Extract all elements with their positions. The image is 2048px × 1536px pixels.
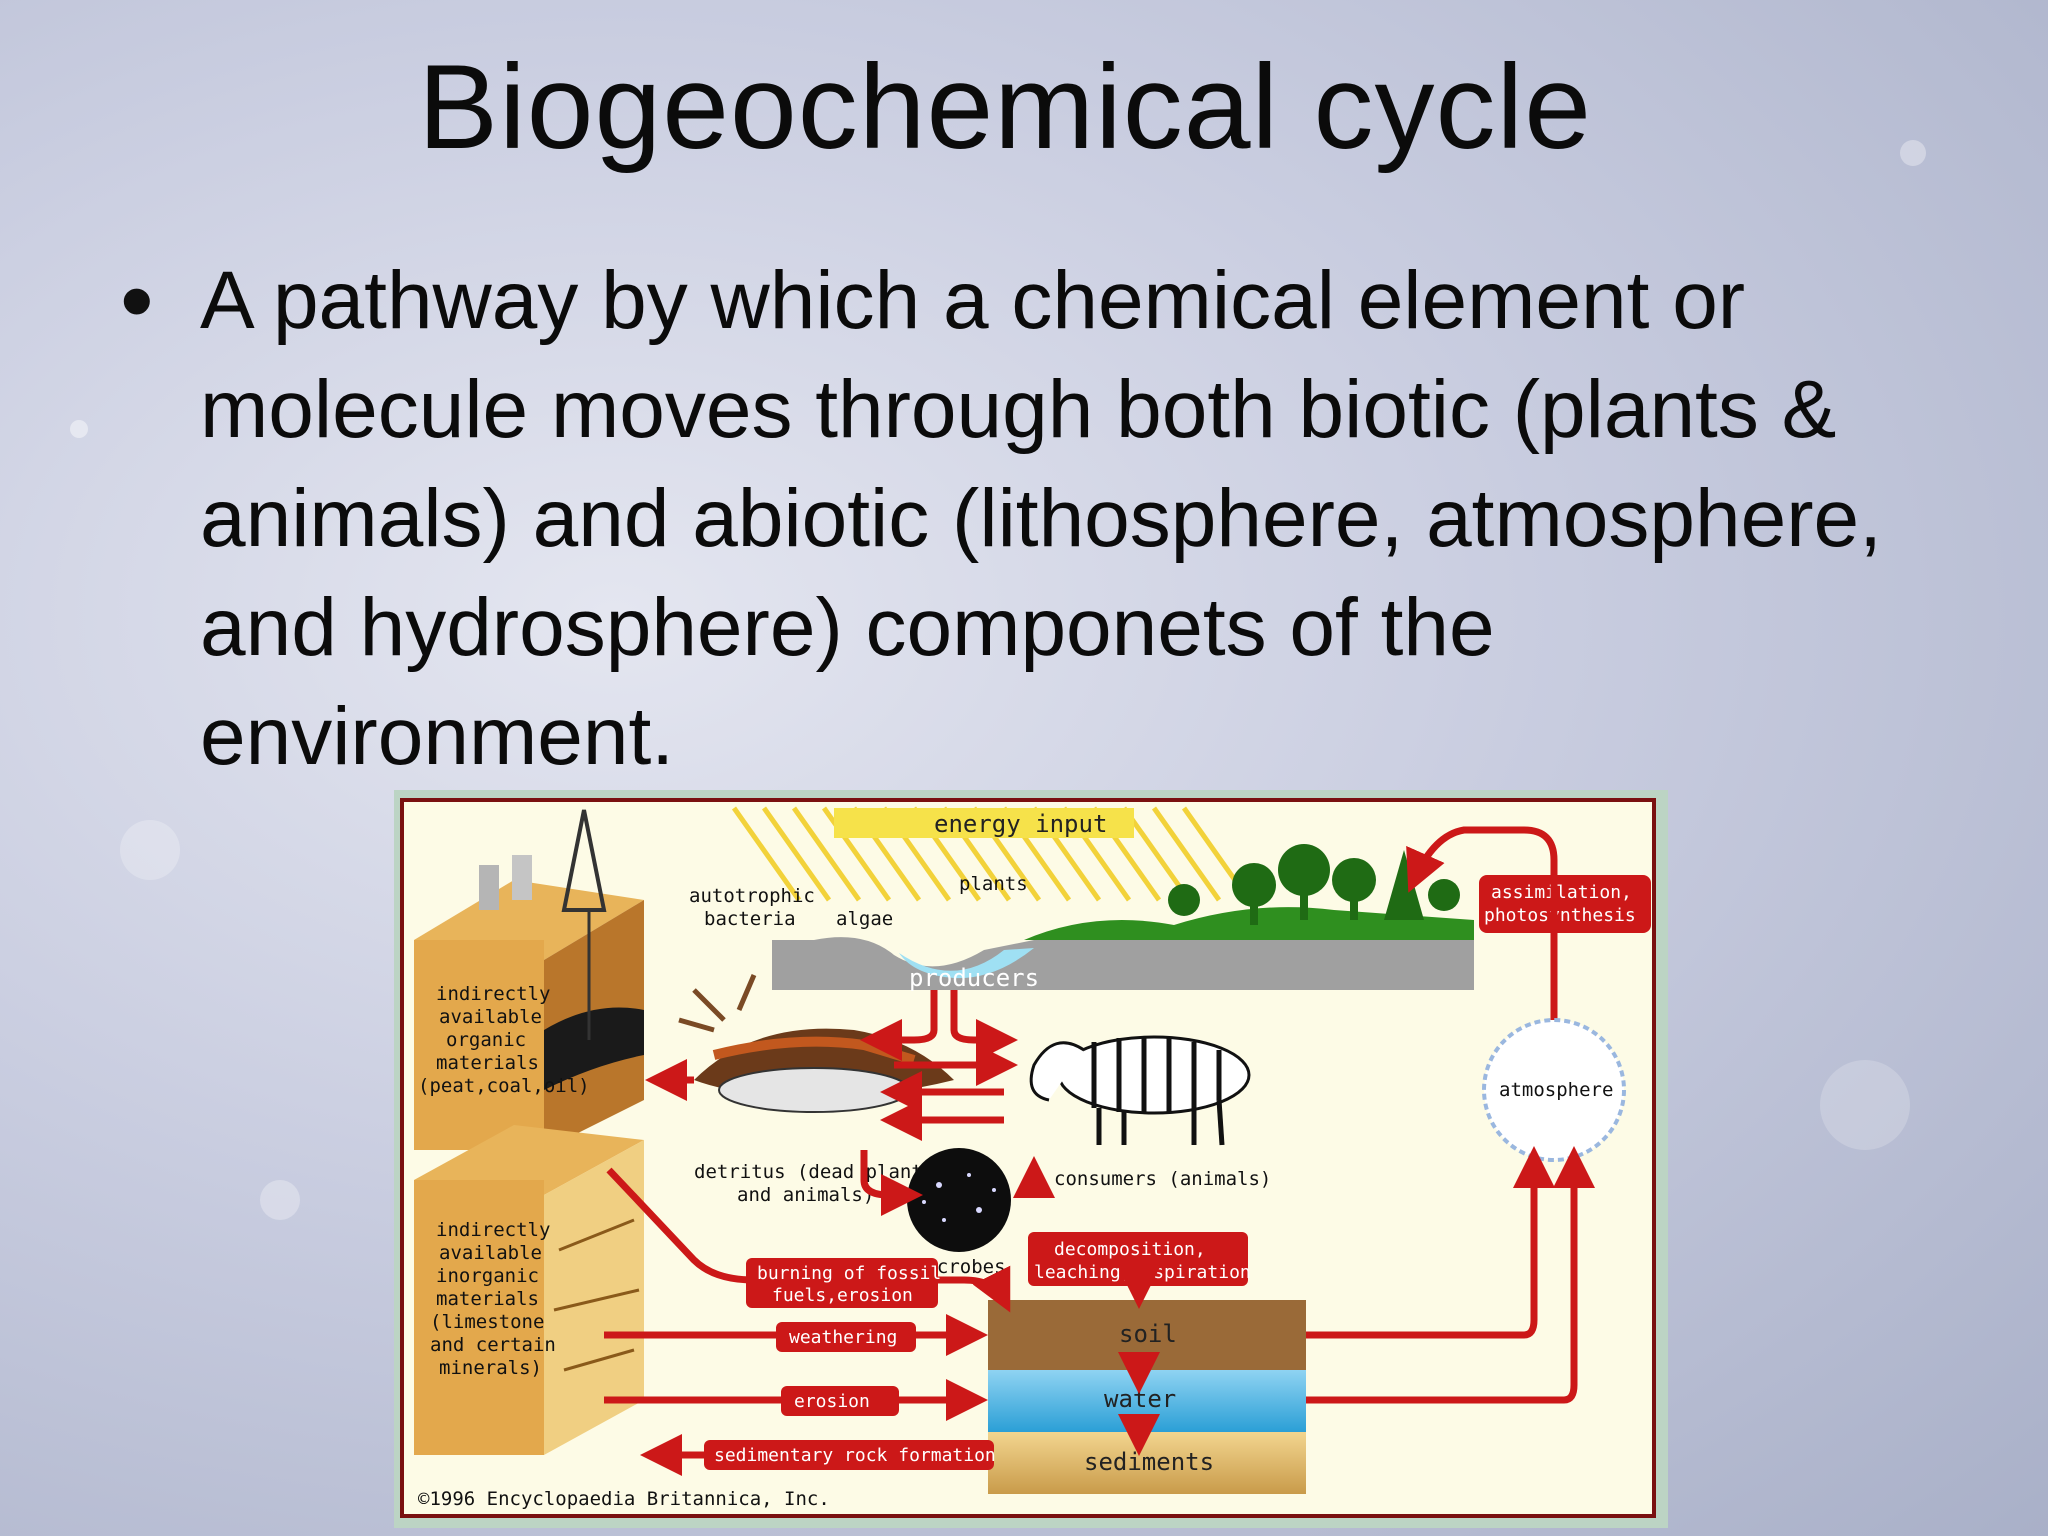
- decomposition-label-1: decomposition,: [1054, 1239, 1206, 1260]
- sparkle: [120, 820, 180, 880]
- inorganic-block: [414, 1125, 644, 1455]
- sparkle: [70, 420, 88, 438]
- inorganic-label-3: inorganic: [436, 1265, 539, 1287]
- burning-label-2: fuels,erosion: [772, 1285, 913, 1306]
- biogeochemical-cycle-diagram: energy input autotrophic bacteria algae …: [394, 790, 1668, 1528]
- organic-label-5: (peat,coal,oil): [418, 1075, 590, 1097]
- algae-label: algae: [836, 908, 893, 930]
- inorganic-label-6: and certain: [430, 1334, 556, 1356]
- erosion-box: [781, 1386, 899, 1416]
- sparkle: [1820, 1060, 1910, 1150]
- microbes-dots: [922, 1173, 996, 1222]
- energy-input-label: energy input: [934, 810, 1107, 838]
- organic-label-1: indirectly: [436, 983, 550, 1005]
- plants-cover: [1024, 907, 1474, 940]
- sediments-label: sediments: [1084, 1448, 1214, 1476]
- atmosphere-cloud: [1482, 1018, 1626, 1162]
- organic-label-4: materials: [436, 1052, 539, 1074]
- assimilation-arrow: [1406, 826, 1558, 1020]
- sparkle: [260, 1180, 300, 1220]
- weathering-label: weathering: [789, 1327, 897, 1348]
- diagram-canvas: energy input autotrophic bacteria algae …: [400, 798, 1656, 1518]
- inorganic-label-4: materials: [436, 1288, 539, 1310]
- slide-title: Biogeochemical cycle: [418, 40, 1592, 174]
- inorganic-label-1: indirectly: [436, 1219, 550, 1241]
- zebra-icon: [1029, 1035, 1251, 1146]
- bullet-dot: •: [120, 247, 154, 354]
- autotrophic-label-2: bacteria: [704, 908, 796, 930]
- autotrophic-label-1: autotrophic: [689, 885, 815, 907]
- sedimentary-label: sedimentary rock formation: [714, 1445, 996, 1466]
- algae-pond: [899, 948, 1034, 979]
- assimilation-label-2: photosynthesis: [1484, 905, 1636, 926]
- consumers-label: consumers (animals): [1054, 1168, 1271, 1190]
- inorganic-label-7: minerals): [439, 1357, 542, 1379]
- organic-label-2: available: [439, 1006, 542, 1028]
- inorganic-label-5: (limestone: [430, 1311, 544, 1333]
- burning-box: [746, 1258, 938, 1308]
- energy-input-band: [834, 808, 1134, 838]
- water-label: water: [1104, 1385, 1176, 1413]
- decomposition-label-2: leaching,respiration: [1034, 1262, 1251, 1283]
- soil-label: soil: [1119, 1320, 1177, 1348]
- decomposition-box: [1028, 1232, 1248, 1286]
- organic-block: [414, 809, 644, 1150]
- assimilation-label-1: assimilation,: [1491, 882, 1632, 903]
- sedimentary-box: [704, 1440, 994, 1470]
- plants-label: plants: [959, 873, 1028, 895]
- detritus-label-2: and animals): [737, 1184, 874, 1206]
- tree-icons: [1168, 844, 1460, 925]
- bullet-text: A pathway by which a chemical element or…: [200, 255, 1882, 782]
- detritus-label-1: detritus (dead plants: [694, 1161, 934, 1183]
- producers-label: producers: [909, 964, 1039, 992]
- inorganic-label-2: available: [439, 1242, 542, 1264]
- burning-label-1: burning of fossil: [757, 1263, 941, 1284]
- weathering-box: [776, 1322, 916, 1352]
- assimilation-box: [1479, 875, 1651, 933]
- copyright-label: ©1996 Encyclopaedia Britannica, Inc.: [418, 1488, 830, 1510]
- erosion-label: erosion: [794, 1391, 870, 1412]
- atmosphere-label: atmosphere: [1499, 1079, 1613, 1101]
- microbes-circle: [907, 1148, 1011, 1252]
- organic-label-3: organic: [446, 1029, 526, 1051]
- sparkle: [1900, 140, 1926, 166]
